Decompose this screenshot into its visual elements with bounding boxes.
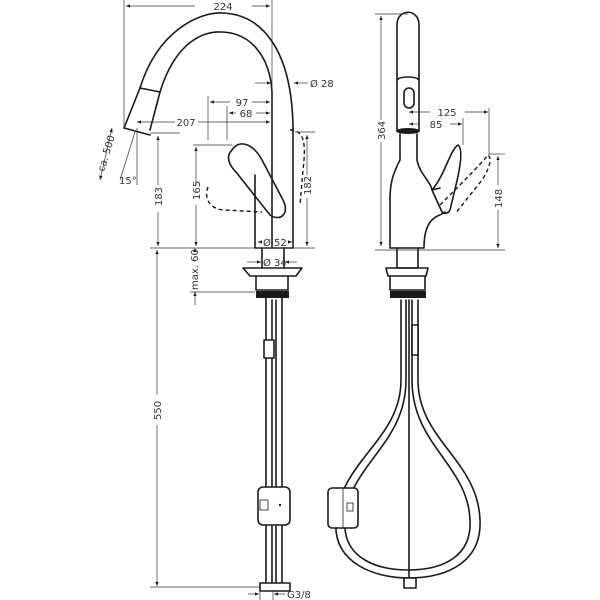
side-mounting-plate <box>390 291 426 298</box>
dim-364: 364 <box>377 121 388 140</box>
dim-68: 68 <box>240 109 253 120</box>
dim-diam-28: Ø 28 <box>310 78 334 90</box>
side-spout-column <box>396 11 420 131</box>
dim-207: 207 <box>176 118 195 129</box>
clip-detail <box>259 499 269 511</box>
mounting-nut <box>255 275 289 291</box>
dim-165: 165 <box>192 181 203 200</box>
side-view: 364 125 85 148 <box>327 11 505 589</box>
hose-connector <box>263 339 275 359</box>
side-weight <box>403 577 417 589</box>
side-body <box>389 159 446 249</box>
side-hose-connector <box>411 324 419 356</box>
shank <box>261 247 285 269</box>
dim-97: 97 <box>236 98 249 109</box>
side-lever-alt <box>439 154 491 215</box>
handle <box>227 143 287 219</box>
dim-224: 224 <box>213 2 232 13</box>
spray-head-joint <box>139 87 161 93</box>
dim-550: 550 <box>153 401 164 420</box>
side-spray-ring <box>396 128 420 134</box>
spout-inner-curve <box>149 31 273 249</box>
dim-15deg: 15° <box>119 176 137 187</box>
side-lever <box>431 144 462 215</box>
handle-alt-up <box>289 129 306 206</box>
side-spray-button <box>403 87 415 109</box>
side-body-upper <box>416 159 441 191</box>
supply-hose-right <box>275 297 283 586</box>
dim-85: 85 <box>430 120 443 131</box>
mounting-washer <box>242 267 303 277</box>
front-view: 224 Ø 28 97 68 207 ca. 500 15° 183 <box>96 0 334 600</box>
spout-outer-curve <box>123 12 294 131</box>
dim-183: 183 <box>154 187 165 206</box>
dim-182: 182 <box>303 176 314 195</box>
handle-alt-left <box>206 186 263 213</box>
side-hose-loop-inner <box>344 299 471 571</box>
side-shank <box>396 247 419 269</box>
dim-diam-34: Ø 34 <box>263 257 287 269</box>
side-washer <box>385 267 429 277</box>
dim-max-60: max. 60 <box>190 249 201 290</box>
dim-ca-500: ca. 500 <box>96 134 117 173</box>
side-nut <box>389 275 426 291</box>
dim-diam-52: Ø 52 <box>263 237 287 249</box>
dim-125: 125 <box>437 108 456 119</box>
side-hose-loop-outer <box>335 299 481 579</box>
dim-148: 148 <box>494 189 505 208</box>
side-neck <box>399 133 418 161</box>
mounting-plate <box>256 291 289 298</box>
side-spray-joint <box>396 76 420 81</box>
dim-g3-8: G3/8 <box>287 590 311 600</box>
hose-fittings <box>259 582 291 592</box>
hose-clip <box>257 486 291 526</box>
